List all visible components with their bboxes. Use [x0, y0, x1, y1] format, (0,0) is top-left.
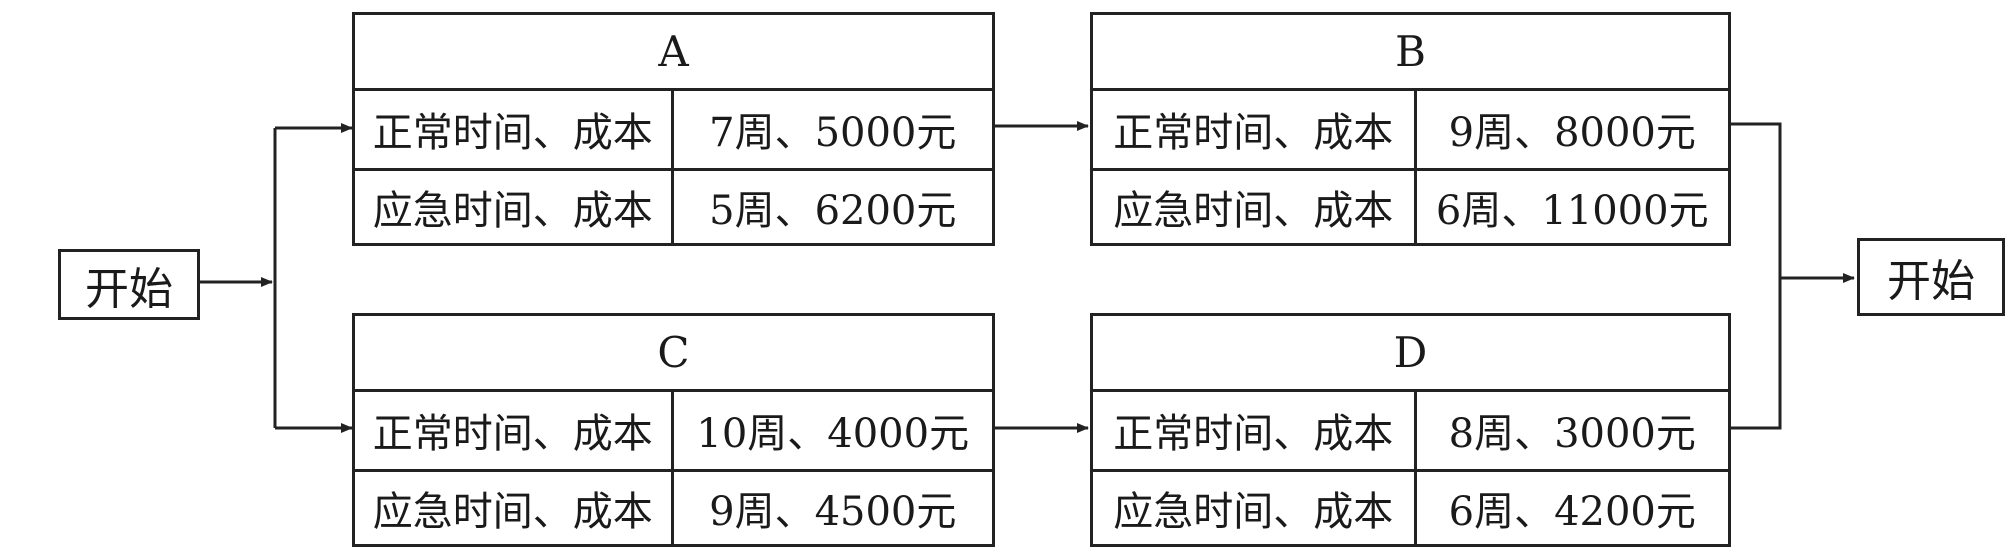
end-label: 开始	[1887, 256, 1975, 307]
task-b-normal-label: 正常时间、成本	[1093, 87, 1417, 171]
task-c: C 正常时间、成本 10周、4000元 应急时间、成本 9周、4500元	[352, 313, 995, 547]
task-b-crash-label: 应急时间、成本	[1093, 167, 1417, 243]
task-c-crash-label: 应急时间、成本	[355, 468, 674, 544]
task-d-crash-label: 应急时间、成本	[1093, 468, 1417, 544]
task-a-normal-value: 7周、5000元	[670, 87, 992, 171]
task-a-crash-value: 5周、6200元	[670, 167, 992, 243]
task-b: B 正常时间、成本 9周、8000元 应急时间、成本 6周、11000元	[1090, 12, 1731, 246]
task-d-normal-value: 8周、3000元	[1413, 388, 1728, 472]
task-c-title: C	[355, 316, 992, 392]
task-a: A 正常时间、成本 7周、5000元 应急时间、成本 5周、6200元	[352, 12, 995, 246]
merge-line-b	[1728, 122, 1782, 278]
start-node: 开始	[58, 249, 200, 320]
task-d-normal-label: 正常时间、成本	[1093, 388, 1417, 472]
task-d-title: D	[1093, 316, 1728, 392]
task-a-title: A	[355, 15, 992, 91]
task-c-normal-label: 正常时间、成本	[355, 388, 674, 472]
task-a-crash-label: 应急时间、成本	[355, 167, 674, 243]
task-b-crash-value: 6周、11000元	[1413, 167, 1728, 243]
task-b-normal-value: 9周、8000元	[1413, 87, 1728, 171]
task-c-normal-value: 10周、4000元	[670, 388, 992, 472]
task-c-crash-value: 9周、4500元	[670, 468, 992, 544]
task-d-crash-value: 6周、4200元	[1413, 468, 1728, 544]
task-b-title: B	[1093, 15, 1728, 91]
task-d: D 正常时间、成本 8周、3000元 应急时间、成本 6周、4200元	[1090, 313, 1731, 547]
end-node: 开始	[1857, 238, 2005, 316]
task-a-normal-label: 正常时间、成本	[355, 87, 674, 171]
merge-line-d	[1728, 278, 1782, 430]
start-label: 开始	[85, 263, 173, 315]
